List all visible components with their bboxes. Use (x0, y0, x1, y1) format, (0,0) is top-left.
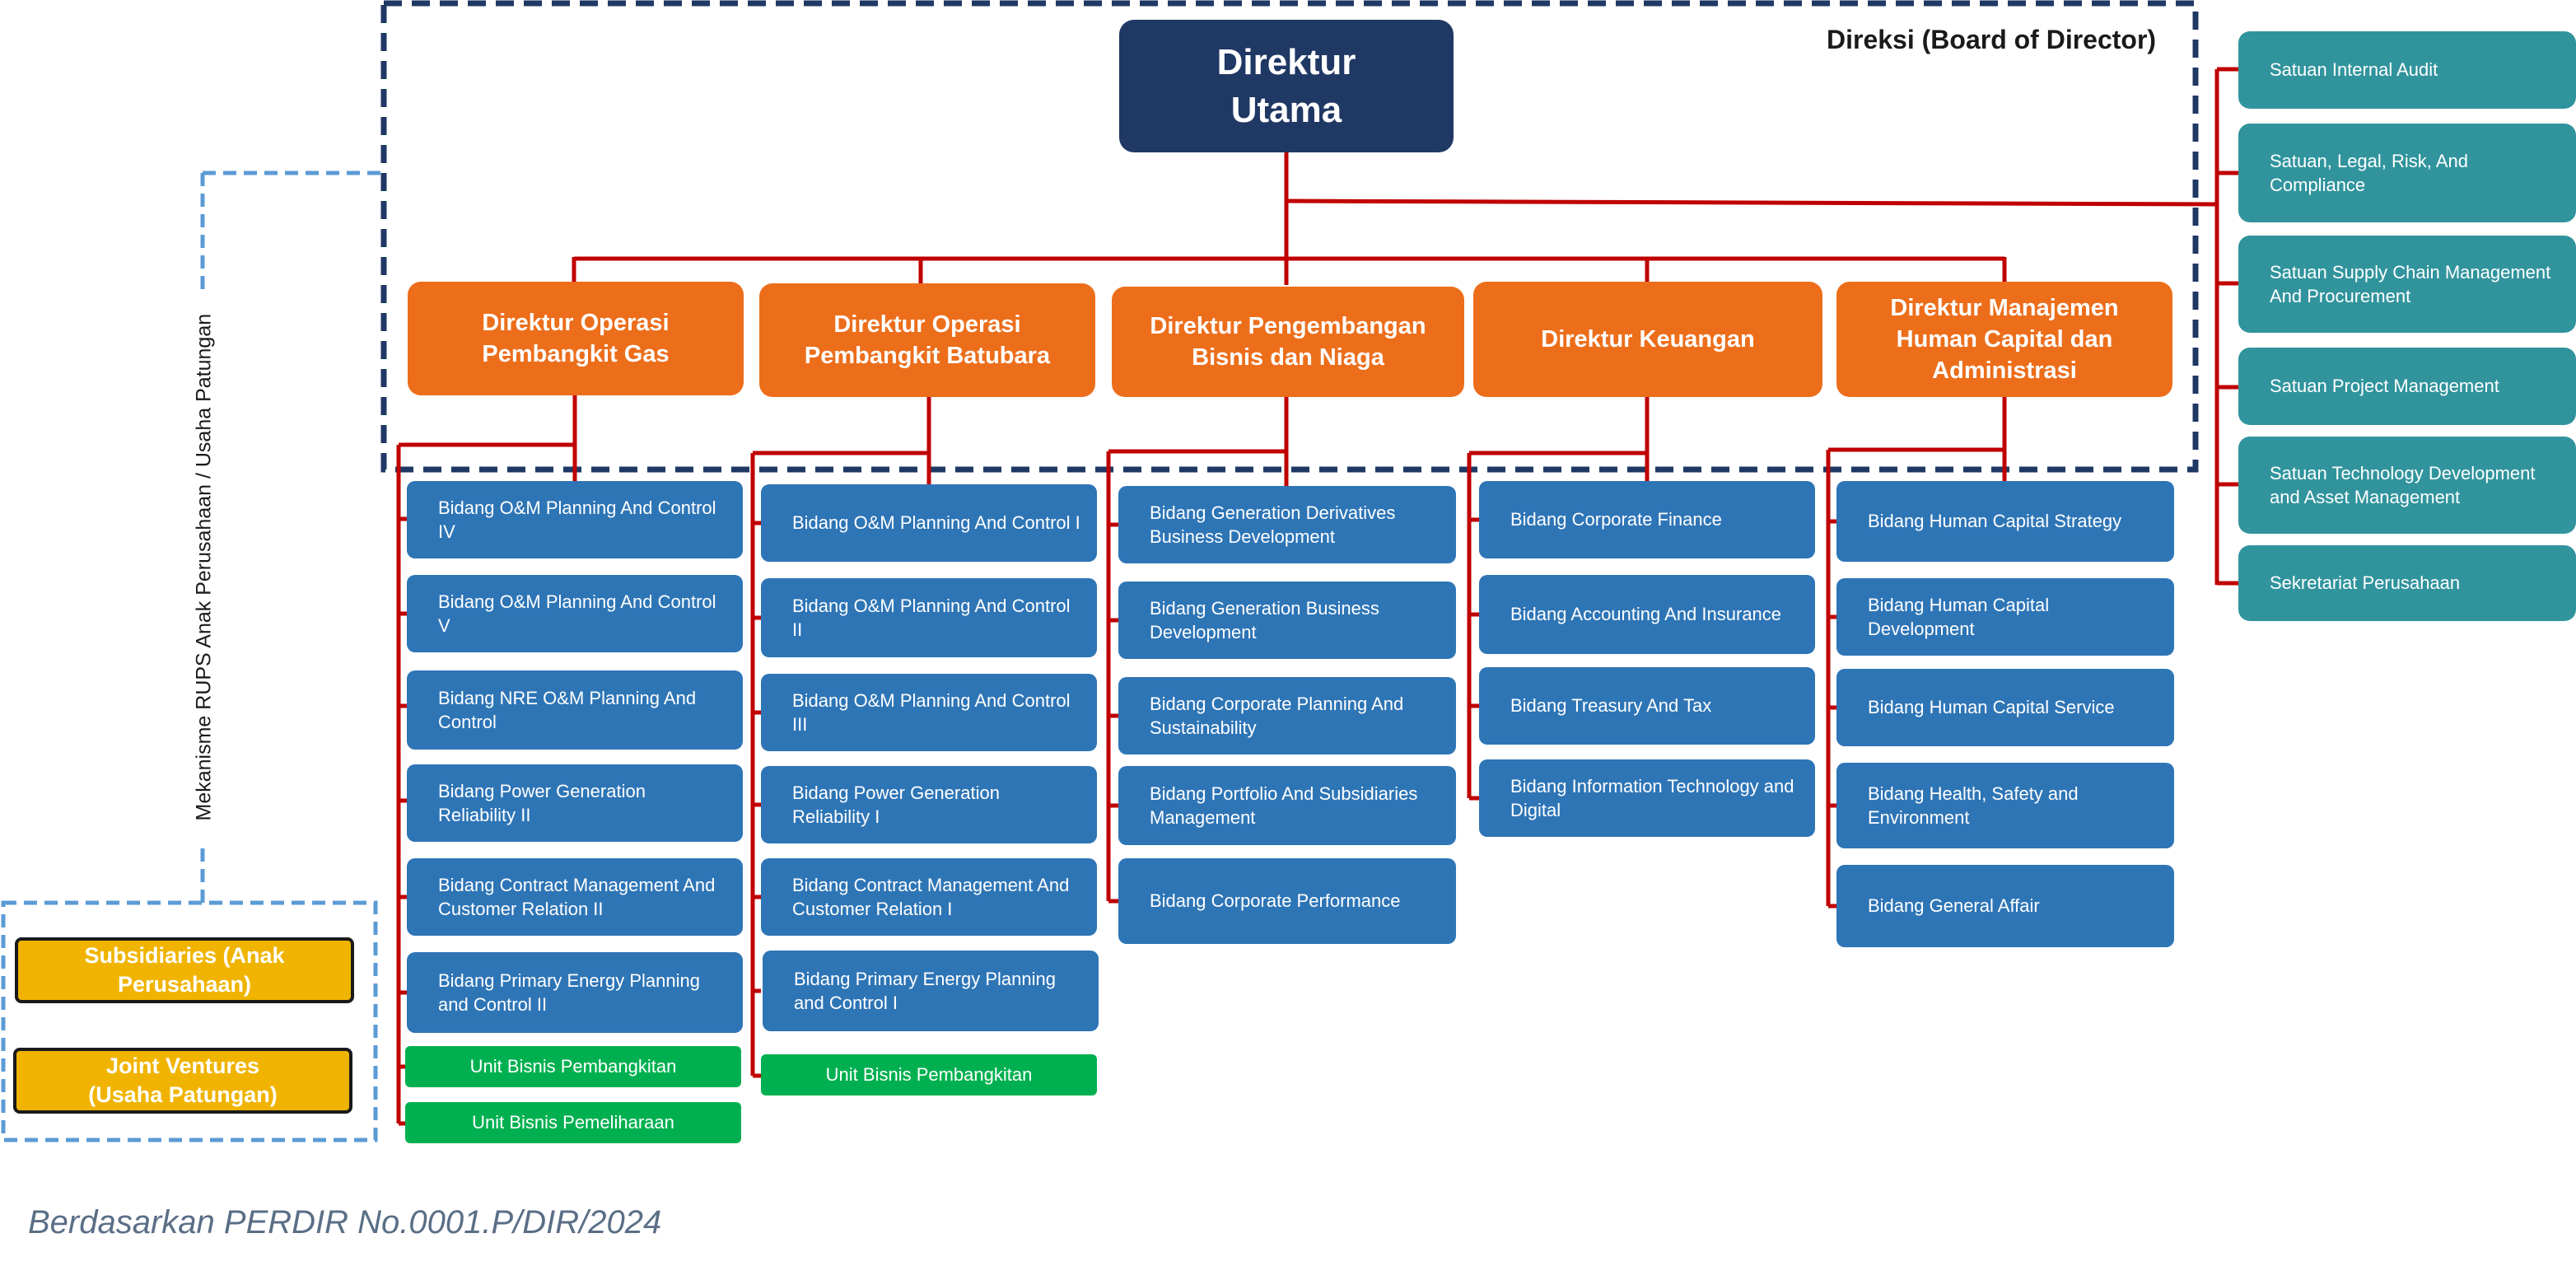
unit-label: Bidang Contract Management And Customer … (438, 874, 716, 919)
joint-ventures-label: Joint Ventures (Usaha Patungan) (88, 1053, 278, 1107)
unit-label: Bidang Power Generation Reliability I (792, 782, 1000, 827)
unit-box: Bidang O&M Planning And Control I (761, 484, 1097, 562)
unit-box: Bidang General Affair (1836, 865, 2174, 947)
unit-box: Bidang O&M Planning And Control V (407, 575, 743, 652)
business-unit-box: Unit Bisnis Pembangkitan (761, 1054, 1097, 1095)
director-label: Direktur Manajemen Human Capital dan Adm… (1890, 294, 2119, 385)
unit-box: Bidang Accounting And Insurance (1479, 575, 1815, 654)
unit-label: Bidang Human Capital Development (1868, 594, 2050, 639)
unit-box: Bidang Corporate Performance (1118, 858, 1456, 944)
staff-unit-label: Satuan, Legal, Risk, And Compliance (2270, 150, 2468, 195)
unit-label: Bidang Corporate Finance (1510, 509, 1722, 530)
business-unit-label: Unit Bisnis Pembangkitan (469, 1056, 677, 1077)
director-box-gas: Direktur Operasi Pembangkit Gas (408, 282, 744, 395)
unit-label: Bidang Power Generation Reliability II (438, 780, 646, 825)
ceo-box: Direktur Utama (1119, 20, 1454, 152)
unit-label: Bidang Corporate Planning And Sustainabi… (1150, 693, 1404, 738)
unit-box: Bidang Portfolio And Subsidiaries Manage… (1118, 766, 1456, 845)
unit-label: Bidang Generation Business Development (1150, 597, 1379, 642)
unit-box: Bidang Power Generation Reliability II (407, 764, 743, 842)
unit-box: Bidang O&M Planning And Control III (761, 674, 1097, 751)
staff-unit-box: Satuan Project Management (2238, 348, 2576, 425)
unit-box: Bidang O&M Planning And Control IV (407, 481, 743, 558)
staff-unit-box: Satuan, Legal, Risk, And Compliance (2238, 124, 2576, 222)
staff-unit-box: Sekretariat Perusahaan (2238, 545, 2576, 621)
staff-unit-label: Satuan Technology Development and Asset … (2270, 462, 2536, 507)
unit-box: Bidang Human Capital Service (1836, 669, 2174, 746)
unit-box: Bidang Human Capital Development (1836, 578, 2174, 656)
unit-box: Bidang NRE O&M Planning And Control (407, 670, 743, 750)
rups-mechanism-label: Mekanisme RUPS Anak Perusahaan / Usaha P… (192, 313, 216, 821)
unit-label: Bidang Accounting And Insurance (1510, 604, 1782, 625)
unit-label: Bidang Primary Energy Planning and Contr… (438, 969, 700, 1015)
unit-label: Bidang Primary Energy Planning and Contr… (794, 968, 1056, 1013)
unit-box: Bidang Contract Management And Customer … (407, 858, 743, 936)
director-label: Direktur Operasi Pembangkit Batubara (804, 311, 1051, 369)
joint-ventures-box: Joint Ventures (Usaha Patungan) (13, 1048, 352, 1114)
subsidiaries-box: Subsidiaries (Anak Perusahaan) (15, 937, 354, 1003)
ceo-label: Direktur Utama (1216, 42, 1356, 130)
unit-label: Bidang O&M Planning And Control I (792, 512, 1080, 534)
board-label: Direksi (Board of Director) (1827, 25, 2157, 54)
business-unit-box: Unit Bisnis Pemeliharaan (405, 1102, 741, 1143)
subsidiaries-label: Subsidiaries (Anak Perusahaan) (84, 942, 285, 997)
business-unit-label: Unit Bisnis Pembangkitan (825, 1064, 1033, 1085)
unit-label: Bidang Corporate Performance (1150, 890, 1401, 912)
staff-unit-label: Satuan Supply Chain Management And Procu… (2270, 261, 2551, 306)
unit-label: Bidang Human Capital Service (1868, 697, 2115, 718)
unit-label: Bidang Human Capital Strategy (1868, 511, 2122, 532)
staff-unit-label: Sekretariat Perusahaan (2270, 572, 2461, 594)
unit-label: Bidang O&M Planning And Control V (438, 591, 716, 636)
unit-label: Bidang O&M Planning And Control III (792, 689, 1071, 735)
staff-unit-box: Satuan Supply Chain Management And Procu… (2238, 236, 2576, 333)
unit-box: Bidang Primary Energy Planning and Contr… (407, 952, 743, 1033)
unit-box: Bidang Corporate Finance (1479, 481, 1815, 558)
unit-box: Bidang Primary Energy Planning and Contr… (763, 951, 1099, 1031)
unit-label: Bidang Information Technology and Digita… (1510, 775, 1794, 820)
staff-unit-box: Satuan Technology Development and Asset … (2238, 437, 2576, 534)
staff-unit-box: Satuan Internal Audit (2238, 31, 2576, 109)
unit-label: Bidang Treasury And Tax (1510, 695, 1712, 717)
unit-box: Bidang Contract Management And Customer … (761, 858, 1097, 936)
staff-link-line (1286, 199, 2218, 207)
unit-box: Bidang Information Technology and Digita… (1479, 759, 1815, 837)
director-box-business-development: Direktur Pengembangan Bisnis dan Niaga (1112, 287, 1464, 397)
unit-box: Bidang O&M Planning And Control II (761, 578, 1097, 657)
unit-box: Bidang Generation Derivatives Business D… (1118, 486, 1456, 563)
unit-label: Bidang O&M Planning And Control II (792, 595, 1071, 640)
unit-box: Bidang Corporate Planning And Sustainabi… (1118, 677, 1456, 754)
unit-label: Bidang Portfolio And Subsidiaries Manage… (1150, 782, 1418, 828)
unit-box: Bidang Human Capital Strategy (1836, 481, 2174, 562)
unit-label: Bidang Generation Derivatives Business D… (1150, 502, 1396, 547)
unit-box: Bidang Generation Business Development (1118, 582, 1456, 659)
unit-label: Bidang O&M Planning And Control IV (438, 497, 716, 542)
staff-unit-label: Satuan Project Management (2270, 376, 2499, 397)
staff-unit-label: Satuan Internal Audit (2270, 59, 2438, 81)
director-box-batubara: Direktur Operasi Pembangkit Batubara (759, 283, 1095, 397)
unit-label: Bidang Contract Management And Customer … (792, 874, 1070, 919)
unit-box: Bidang Health, Safety and Environment (1836, 763, 2174, 848)
director-label: Direktur Keuangan (1541, 325, 1755, 353)
director-box-human-capital: Direktur Manajemen Human Capital dan Adm… (1836, 282, 2172, 397)
director-label: Direktur Pengembangan Bisnis dan Niaga (1150, 312, 1426, 371)
unit-label: Bidang General Affair (1868, 895, 2040, 917)
business-unit-label: Unit Bisnis Pemeliharaan (472, 1112, 674, 1133)
unit-box: Bidang Power Generation Reliability I (761, 766, 1097, 843)
unit-box: Bidang Treasury And Tax (1479, 667, 1815, 745)
unit-label: Bidang NRE O&M Planning And Control (438, 687, 697, 732)
director-label: Direktur Operasi Pembangkit Gas (482, 309, 670, 367)
director-box-finance: Direktur Keuangan (1473, 282, 1822, 397)
footnote: Berdasarkan PERDIR No.0001.P/DIR/2024 (28, 1204, 662, 1240)
business-unit-box: Unit Bisnis Pembangkitan (405, 1046, 741, 1087)
unit-label: Bidang Health, Safety and Environment (1868, 782, 2079, 828)
